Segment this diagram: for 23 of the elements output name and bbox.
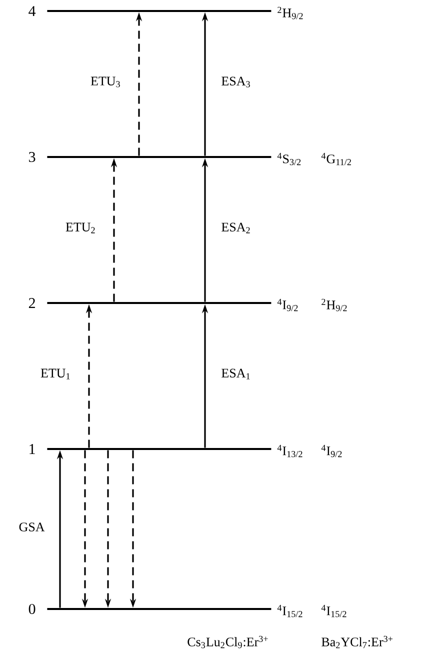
host-material-label: Ba$_{2}$YCl$_{7}$:Er$^{3+}$ bbox=[322, 636, 393, 648]
term-symbol: $^{4}$S$_{3/2}$ bbox=[277, 152, 301, 166]
level-number: 3 bbox=[29, 152, 36, 162]
edge-label: ETU$_{2}$ bbox=[66, 222, 95, 234]
term-symbol: $^{4}$I$_{15/2}$ bbox=[277, 604, 302, 618]
level-number: 1 bbox=[30, 444, 35, 454]
term-symbol: $^{4}$I$_{15/2}$ bbox=[321, 604, 346, 618]
term-symbol: $^{2}$H$_{9/2}$ bbox=[322, 298, 347, 312]
term-symbol: $^{4}$I$_{13/2}$ bbox=[277, 444, 302, 458]
term-symbol: $^{2}$H$_{9/2}$ bbox=[278, 6, 303, 20]
level-number: 4 bbox=[28, 6, 36, 16]
level-number: 2 bbox=[28, 298, 35, 308]
edge-label: ETU$_{1}$ bbox=[40, 368, 70, 380]
term-symbol: $^{4}$I$_{9/2}$ bbox=[277, 298, 298, 312]
edge-label: ESA$_{2}$ bbox=[222, 222, 250, 234]
term-symbol: $^{4}$G$_{11/2}$ bbox=[321, 152, 351, 166]
edge-label: GSA bbox=[19, 522, 45, 532]
term-symbol: $^{4}$I$_{9/2}$ bbox=[321, 444, 342, 458]
edge-label: ESA$_{3}$ bbox=[222, 76, 250, 88]
host-material-label: Cs$_{3}$Lu$_{2}$Cl$_{9}$:Er$^{3+}$ bbox=[188, 636, 268, 648]
level-number: 0 bbox=[28, 604, 36, 614]
edge-label: ESA$_{1}$ bbox=[222, 368, 250, 380]
edge-label: ETU$_{3}$ bbox=[90, 76, 120, 88]
